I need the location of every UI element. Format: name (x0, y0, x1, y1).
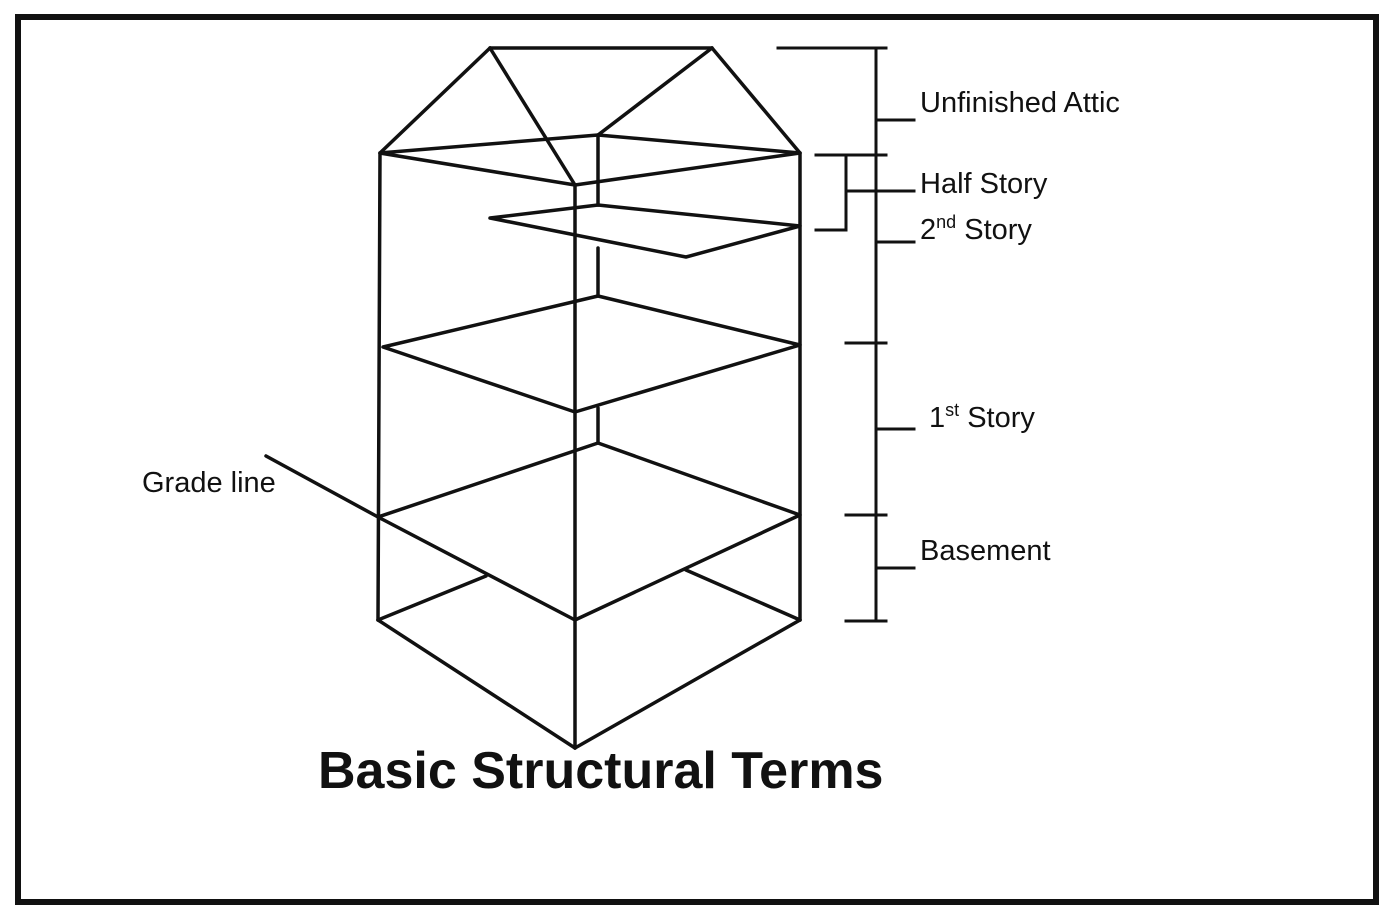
label-first-story: 1st Story (929, 400, 1035, 434)
roof (378, 46, 802, 187)
first-story-word: Story (959, 402, 1035, 434)
house-wireframe (264, 46, 802, 750)
basement-floor (376, 568, 802, 750)
diagram-title: Basic Structural Terms (318, 742, 883, 800)
label-grade-line: Grade line (142, 467, 276, 499)
second-story-number: 2 (920, 214, 936, 246)
walls (376, 133, 802, 750)
first-story-number: 1 (929, 402, 945, 434)
label-unfinished-attic: Unfinished Attic (920, 87, 1120, 119)
label-second-story: 2nd Story (920, 212, 1032, 246)
grade-line (264, 454, 380, 519)
second-story-superscript: nd (936, 212, 956, 232)
dimension-brackets (776, 46, 916, 623)
second-story-word: Story (956, 214, 1032, 246)
label-half-story: Half Story (920, 168, 1048, 200)
label-basement: Basement (920, 535, 1051, 567)
first-story-superscript: st (945, 400, 959, 420)
outer-frame (15, 14, 1379, 905)
